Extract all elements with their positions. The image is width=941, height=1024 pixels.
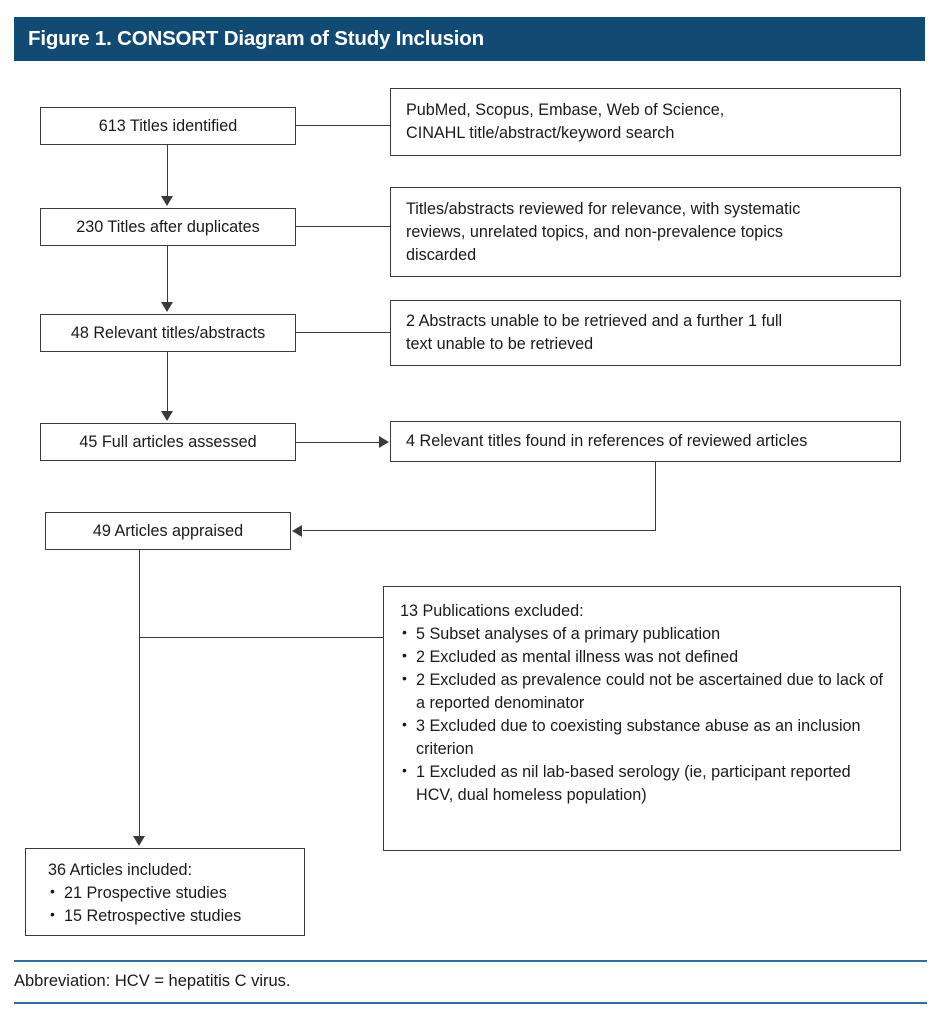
node-search-sources: PubMed, Scopus, Embase, Web of Science, … [390, 88, 901, 156]
arrow-appraised-to-included [133, 836, 145, 846]
node-titles-after-duplicates: 230 Titles after duplicates [40, 208, 296, 246]
connector-identified-to-duplicates [167, 145, 168, 197]
unretrievable-line-2: text unable to be retrieved [406, 335, 594, 353]
connector-duplicates-to-screening [296, 226, 390, 227]
connector-relevant-to-fulltext [167, 352, 168, 412]
list-item: 1 Excluded as nil lab-based serology (ie… [400, 761, 886, 807]
screening-line-1: Titles/abstracts reviewed for relevance,… [406, 199, 801, 218]
arrow-duplicates-to-relevant [161, 302, 173, 312]
connector-fulltext-to-references [296, 442, 380, 443]
node-relevant-titles-abstracts: 48 Relevant titles/abstracts [40, 314, 296, 352]
list-item: 21 Prospective studies [48, 882, 294, 905]
list-item: 15 Retrospective studies [48, 905, 294, 928]
node-full-articles-assessed: 45 Full articles assessed [40, 423, 296, 461]
connector-identified-to-sources [296, 125, 390, 126]
node-label: 613 Titles identified [98, 116, 238, 135]
references-found-line-1: 4 Relevant titles found in references of… [406, 432, 808, 450]
footnote-rule-bottom [14, 1002, 927, 1004]
connector-duplicates-to-relevant [167, 246, 168, 303]
connector-appraised-to-included [139, 550, 140, 837]
node-unretrievable: 2 Abstracts unable to be retrieved and a… [390, 300, 901, 366]
search-sources-line-2: CINAHL title/abstract/keyword search [406, 124, 675, 142]
node-references-found: 4 Relevant titles found in references of… [390, 421, 901, 462]
node-articles-included: 36 Articles included: 21 Prospective stu… [25, 848, 305, 936]
list-item: 2 Excluded as prevalence could not be as… [400, 669, 886, 715]
connector-references-to-appraised [303, 530, 656, 531]
included-list: 21 Prospective studies 15 Retrospective … [48, 882, 294, 928]
list-item: 5 Subset analyses of a primary publicati… [400, 623, 886, 646]
figure-title: Figure 1. CONSORT Diagram of Study Inclu… [28, 27, 484, 50]
list-item: 3 Excluded due to coexisting substance a… [400, 715, 886, 761]
arrow-relevant-to-fulltext [161, 411, 173, 421]
node-screening-criteria: Titles/abstracts reviewed for relevance,… [390, 187, 901, 277]
footnote-rule-top [14, 960, 927, 962]
list-item: 2 Excluded as mental illness was not def… [400, 646, 886, 669]
search-sources-line-1: PubMed, Scopus, Embase, Web of Science, [406, 101, 725, 119]
excluded-heading: 13 Publications excluded: [400, 602, 584, 620]
connector-appraised-to-excluded [139, 637, 384, 638]
arrow-identified-to-duplicates [161, 196, 173, 206]
included-heading: 36 Articles included: [48, 861, 192, 879]
node-publications-excluded: 13 Publications excluded: 5 Subset analy… [383, 586, 901, 851]
connector-references-down [655, 462, 656, 531]
footnote: Abbreviation: HCV = hepatitis C virus. [14, 972, 291, 990]
node-label: 45 Full articles assessed [79, 432, 257, 451]
node-label: 48 Relevant titles/abstracts [70, 323, 266, 342]
connector-relevant-to-unretrievable [296, 332, 390, 333]
node-articles-appraised: 49 Articles appraised [45, 512, 291, 550]
excluded-list: 5 Subset analyses of a primary publicati… [400, 623, 886, 807]
figure-title-bar: Figure 1. CONSORT Diagram of Study Inclu… [14, 17, 925, 61]
arrow-references-to-appraised [292, 525, 302, 537]
screening-line-2: reviews, unrelated topics, and non-preva… [406, 222, 784, 241]
arrow-fulltext-to-references [379, 436, 389, 448]
node-titles-identified: 613 Titles identified [40, 107, 296, 145]
unretrievable-line-1: 2 Abstracts unable to be retrieved and a… [406, 312, 783, 330]
node-label: 49 Articles appraised [92, 521, 244, 540]
node-label: 230 Titles after duplicates [76, 217, 260, 236]
screening-line-3: discarded [406, 245, 477, 264]
